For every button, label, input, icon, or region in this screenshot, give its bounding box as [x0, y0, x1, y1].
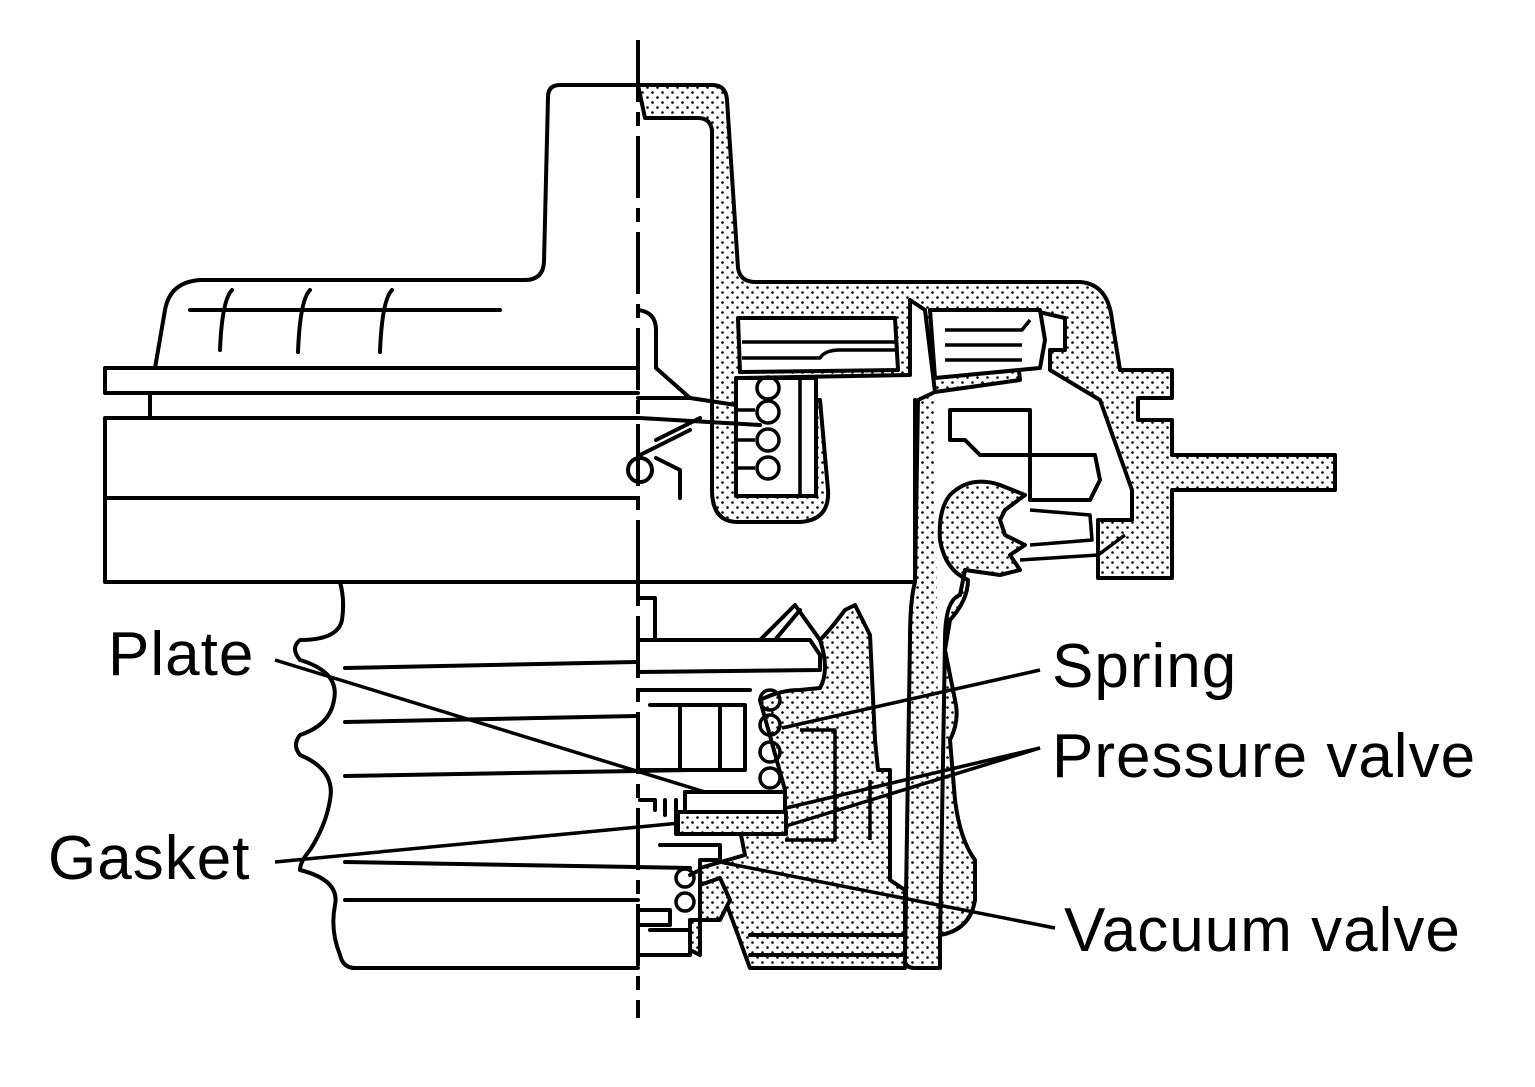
- filler-neck-seal: [293, 580, 640, 970]
- spring-label: Spring: [1052, 632, 1238, 701]
- lower-spring: [758, 688, 782, 790]
- vacuum-valve-label: Vacuum valve: [1064, 896, 1461, 965]
- vacuum-valve: [638, 843, 732, 957]
- filler-neck-wall: [903, 390, 1027, 970]
- cap-body: [103, 416, 640, 584]
- valve-housing: [698, 603, 907, 970]
- cap-grip-outline: [153, 83, 640, 370]
- plate: [683, 790, 787, 814]
- gasket: [676, 810, 788, 836]
- cap-exterior: [103, 83, 692, 970]
- plate-leader: [274, 658, 706, 794]
- spring-leader: [781, 668, 1041, 730]
- pressure-valve-leader-lower: [785, 746, 1041, 828]
- vacuum-valve-leader: [719, 860, 1056, 930]
- upper-spring: [734, 375, 818, 498]
- plate-label: Plate: [108, 620, 255, 689]
- leader-lines: [274, 658, 1056, 930]
- gasket-label: Gasket: [48, 824, 251, 893]
- grip-ribs: [188, 288, 502, 354]
- pressure-valve-leader-upper: [785, 746, 1041, 810]
- cap-flange: [103, 366, 640, 395]
- pressure-valve-label: Pressure valve: [1052, 722, 1477, 791]
- gasket-leader: [274, 821, 681, 864]
- cap-section: [626, 83, 1337, 970]
